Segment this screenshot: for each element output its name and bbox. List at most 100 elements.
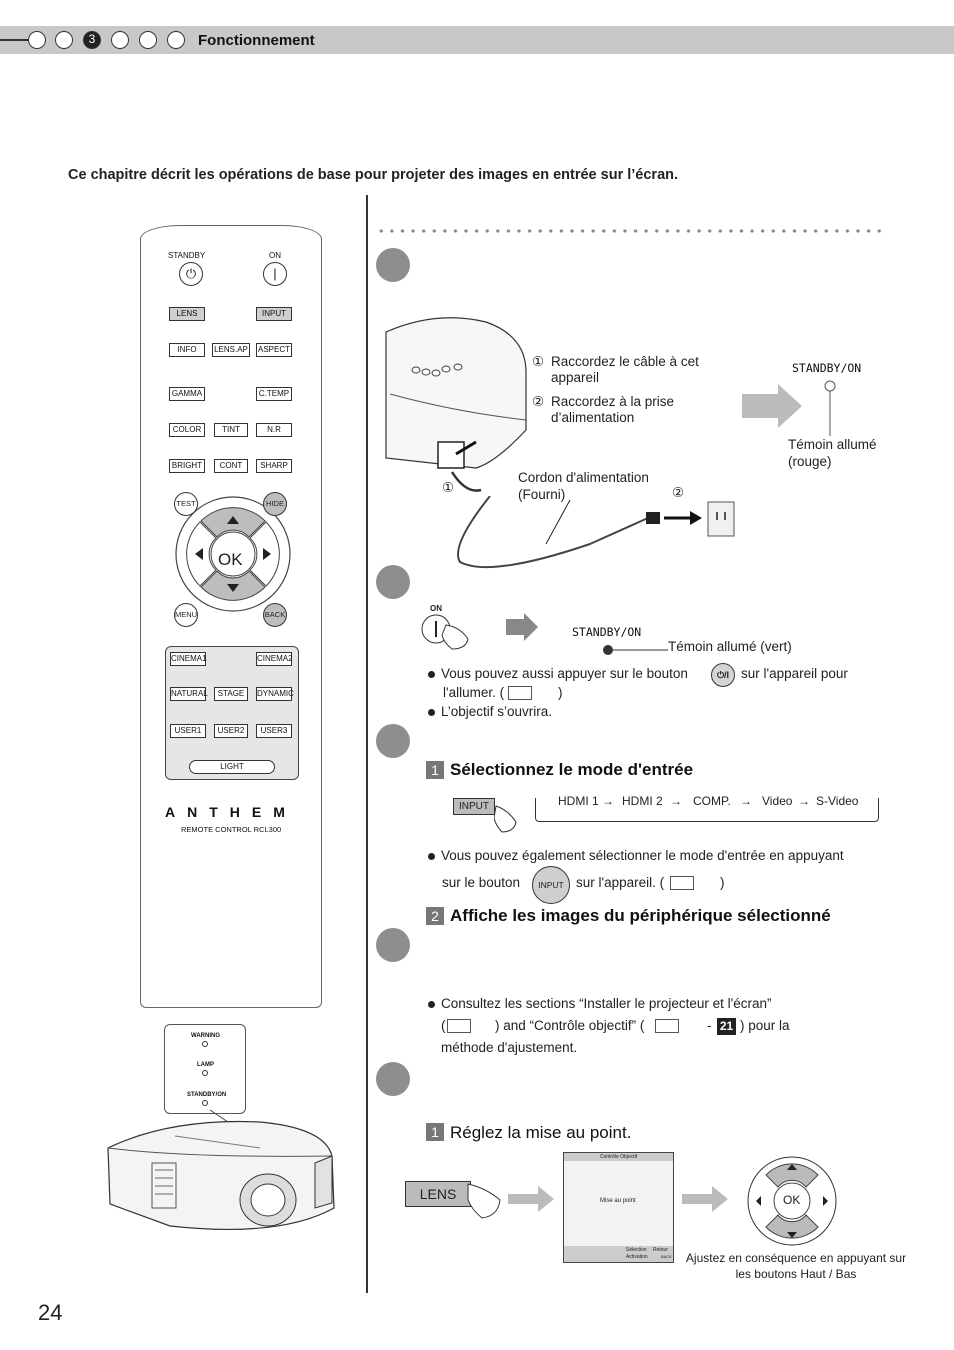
green-led-graphic xyxy=(603,645,668,655)
bullet-dot xyxy=(428,853,435,860)
user1-button[interactable]: USER1 xyxy=(170,724,206,738)
power-symbol-icon: ⏻/I xyxy=(711,663,735,687)
instr-1-text: Raccordez le câble à cet appareil xyxy=(551,354,699,385)
header-rule xyxy=(0,39,30,41)
step4-line2-d: ) pour la xyxy=(740,1018,790,1033)
header-band xyxy=(0,26,954,54)
chapter-title: Fonctionnement xyxy=(198,32,315,49)
osd-item-focus: Mise au point xyxy=(600,1198,636,1204)
osd-back-key: BACK xyxy=(661,1254,672,1259)
ctemp-button[interactable]: C.TEMP xyxy=(256,387,292,401)
standby-on-label-2: STANDBY/ON xyxy=(572,625,642,639)
dynamic-button[interactable]: DYNAMIC xyxy=(256,687,294,701)
input-cycle-loop xyxy=(535,798,879,822)
ok-button[interactable]: OK xyxy=(218,550,243,569)
ok-dpad-graphic xyxy=(747,1156,837,1246)
color-button[interactable]: COLOR xyxy=(169,423,205,437)
substep-title-focus: Réglez la mise au point. xyxy=(450,1123,632,1142)
indicator-arrow-graphic xyxy=(742,380,836,436)
hand-press-icon xyxy=(494,805,517,833)
on-button-label: ON xyxy=(430,604,442,613)
cycle-comp: COMP. xyxy=(693,794,731,808)
brand-logo: ANTHEM xyxy=(165,804,297,820)
test-button[interactable]: TEST xyxy=(174,492,198,516)
user3-button[interactable]: USER3 xyxy=(256,724,292,738)
lens-button-illustration: LENS xyxy=(405,1181,471,1207)
remote-model: REMOTE CONTROL RCL300 xyxy=(181,825,282,834)
stage-button[interactable]: STAGE xyxy=(214,687,248,701)
step-3-marker xyxy=(376,724,410,758)
tint-button[interactable]: TINT xyxy=(214,423,248,437)
info-button[interactable]: INFO xyxy=(169,343,205,357)
indicator-red-text: Témoin allumé (rouge) xyxy=(788,437,877,469)
sharp-button[interactable]: SHARP xyxy=(256,459,292,473)
substep-title-display: Affiche les images du périphérique sélec… xyxy=(450,906,831,925)
warning-label: WARNING xyxy=(191,1033,220,1039)
input-button-illustration: INPUT xyxy=(453,798,495,815)
natural-button[interactable]: NATURAL xyxy=(170,687,208,701)
osd-select: Sélection xyxy=(626,1247,647,1253)
bright-button[interactable]: BRIGHT xyxy=(169,459,205,473)
cord-mark-2: ② xyxy=(672,485,685,500)
user2-button[interactable]: USER2 xyxy=(214,724,248,738)
cycle-hdmi2: HDMI 2 xyxy=(622,794,663,808)
dpad-graphic xyxy=(175,496,291,612)
osd-footer xyxy=(564,1246,673,1262)
power-connection-illustration xyxy=(385,317,527,492)
lens-ap-button[interactable]: LENS.AP xyxy=(212,343,250,357)
standby-on-label: STANDBY/ON xyxy=(187,1092,227,1098)
bullet-dot xyxy=(428,709,435,716)
input-button[interactable]: INPUT xyxy=(256,307,292,321)
indicator-panel: WARNING LAMP STANDBY/ON xyxy=(164,1024,246,1114)
chapter-circle-current: 3 xyxy=(83,31,101,49)
bullet-dot xyxy=(428,671,435,678)
aspect-button[interactable]: ASPECT xyxy=(256,343,292,357)
arrow-right-graphic xyxy=(682,1186,728,1212)
lens-button[interactable]: LENS xyxy=(169,307,205,321)
cinema1-button[interactable]: CINEMA1 xyxy=(170,652,207,666)
lamp-led xyxy=(202,1070,208,1076)
light-button[interactable]: LIGHT xyxy=(189,760,275,774)
gamma-button[interactable]: GAMMA xyxy=(169,387,205,401)
hide-button[interactable]: HIDE xyxy=(263,492,287,516)
remote-control: STANDBY ⏻ ON | LENS INPUT INFO LENS.AP A… xyxy=(140,225,322,1008)
step2-bullet1-c: l'allumer. ( xyxy=(443,685,505,700)
step3-bullet-d: ) xyxy=(720,875,725,890)
cycle-hdmi1: HDMI 1 xyxy=(558,794,599,808)
back-button[interactable]: BACK xyxy=(263,603,287,627)
osd-back: Retour xyxy=(653,1247,669,1253)
step3-bullet-b: sur le bouton xyxy=(442,875,521,890)
substep-title-input-mode: Sélectionnez le mode d'entrée xyxy=(450,760,694,779)
press-arrow-graphic xyxy=(467,1183,554,1219)
on-button[interactable]: | xyxy=(263,262,287,286)
power-cord-label: Cordon d'alimentation (Fourni) xyxy=(518,470,649,502)
standby-button[interactable]: ⏻ xyxy=(179,262,203,286)
step-2-marker xyxy=(376,565,410,599)
step-1-marker xyxy=(376,248,410,282)
osd-activate: Activation xyxy=(626,1254,648,1260)
ok-label: OK xyxy=(783,1193,801,1207)
book-icon xyxy=(670,876,694,890)
step2-bullet1-d: ) xyxy=(558,685,563,700)
step4-line2-b: ) and “Contrôle objectif” ( xyxy=(495,1018,645,1033)
cont-button[interactable]: CONT xyxy=(214,459,248,473)
substep-number: 2 xyxy=(426,907,444,925)
step-4-marker xyxy=(376,928,410,962)
lamp-label: LAMP xyxy=(197,1062,214,1068)
standby-on-indicator-label: STANDBY/ON xyxy=(792,361,862,375)
cycle-svideo: S-Video xyxy=(816,794,859,808)
column-divider xyxy=(366,195,368,1293)
osd-title: Contrôle Objectif xyxy=(564,1153,673,1161)
instr-2-mark: ② xyxy=(532,394,545,409)
chapter-circle-6 xyxy=(167,31,185,49)
nr-button[interactable]: N.R xyxy=(256,423,292,437)
step2-bullet2: L’objectif s’ouvrira. xyxy=(441,704,553,719)
step4-line3: méthode d'ajustement. xyxy=(441,1040,578,1055)
page-ref-badge: 21 xyxy=(717,1018,736,1035)
projector-illustration xyxy=(107,1109,335,1231)
menu-button[interactable]: MENU xyxy=(174,603,198,627)
step2-bullet1-b: sur l'appareil pour xyxy=(741,666,848,681)
on-press-graphic xyxy=(421,613,538,650)
standby-on-led xyxy=(202,1100,208,1106)
cinema2-button[interactable]: CINEMA2 xyxy=(256,652,293,666)
